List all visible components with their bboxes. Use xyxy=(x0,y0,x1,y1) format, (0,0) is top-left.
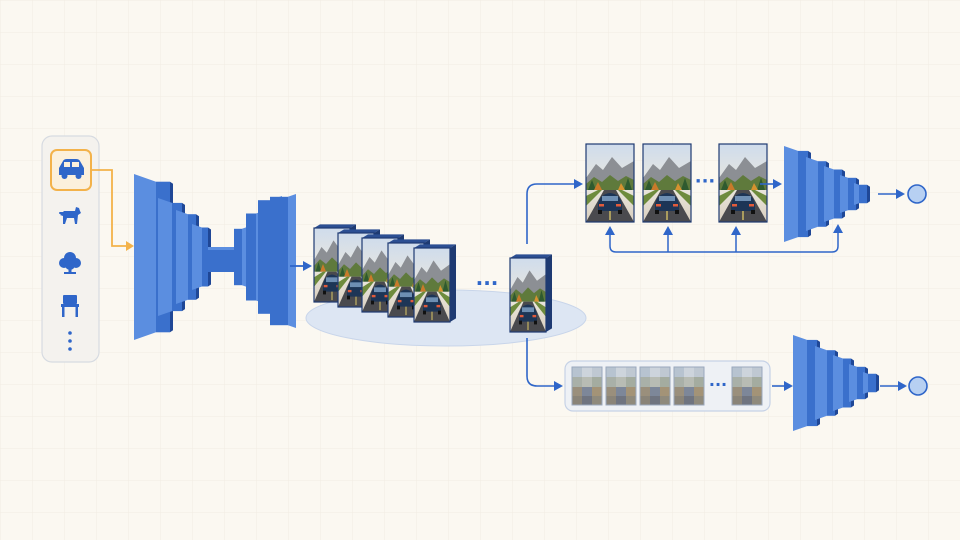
branch-down-arrow xyxy=(526,338,563,391)
bottom-discriminator-layer-5 xyxy=(863,372,879,394)
bottom-frame-2 xyxy=(605,366,637,406)
decoder-network xyxy=(234,194,296,328)
bottom-frame-4 xyxy=(673,366,705,406)
frames-ellipsis: ··· xyxy=(476,271,499,295)
chair-icon xyxy=(61,295,79,317)
generated-frames xyxy=(313,224,552,333)
bottom-panel-to-network-arrow xyxy=(772,381,793,391)
top-discriminator-layer-5 xyxy=(854,183,870,205)
bottom-frame-1 xyxy=(571,366,603,406)
bottom-frames-ellipsis: ··· xyxy=(709,375,727,394)
class-to-encoder-arrow xyxy=(91,169,134,251)
class-option-dog[interactable] xyxy=(59,207,81,224)
decoder-to-frames-arrow xyxy=(290,261,312,271)
top-frames-to-network-arrow xyxy=(760,179,782,189)
class-panel xyxy=(41,135,100,363)
generated-frame-5 xyxy=(413,244,456,323)
bottom-frame-5 xyxy=(731,366,763,406)
dog-icon xyxy=(59,207,81,224)
top-frames-ellipsis: ··· xyxy=(695,171,716,192)
car-icon xyxy=(59,159,84,179)
top-output-node xyxy=(907,184,927,204)
bottleneck-layer xyxy=(208,247,234,272)
bottom-frame-3 xyxy=(639,366,671,406)
top-discriminator-network xyxy=(784,146,870,242)
decoder-layer-4 xyxy=(270,194,296,328)
branch-up-arrow xyxy=(526,179,583,244)
class-option-car[interactable] xyxy=(50,149,92,191)
top-frame-3 xyxy=(718,143,768,223)
bottom-branch-frames xyxy=(571,366,763,406)
class-option-tree[interactable] xyxy=(59,252,81,274)
feedback-arrowheads xyxy=(605,224,843,235)
tree-icon xyxy=(59,252,81,274)
encoder-network xyxy=(134,174,234,340)
class-option-chair[interactable] xyxy=(61,295,79,317)
top-frame-2 xyxy=(642,143,692,223)
top-output-arrow xyxy=(878,189,905,199)
bottom-discriminator-network xyxy=(793,335,879,431)
top-frame-1 xyxy=(585,143,635,223)
vertical-ellipsis-icon xyxy=(68,331,72,351)
generated-frame-6 xyxy=(509,254,552,333)
bottom-output-arrow xyxy=(880,381,907,391)
bottom-output-node xyxy=(908,376,928,396)
feedback-loop xyxy=(609,232,839,253)
top-branch-frames xyxy=(585,143,768,223)
